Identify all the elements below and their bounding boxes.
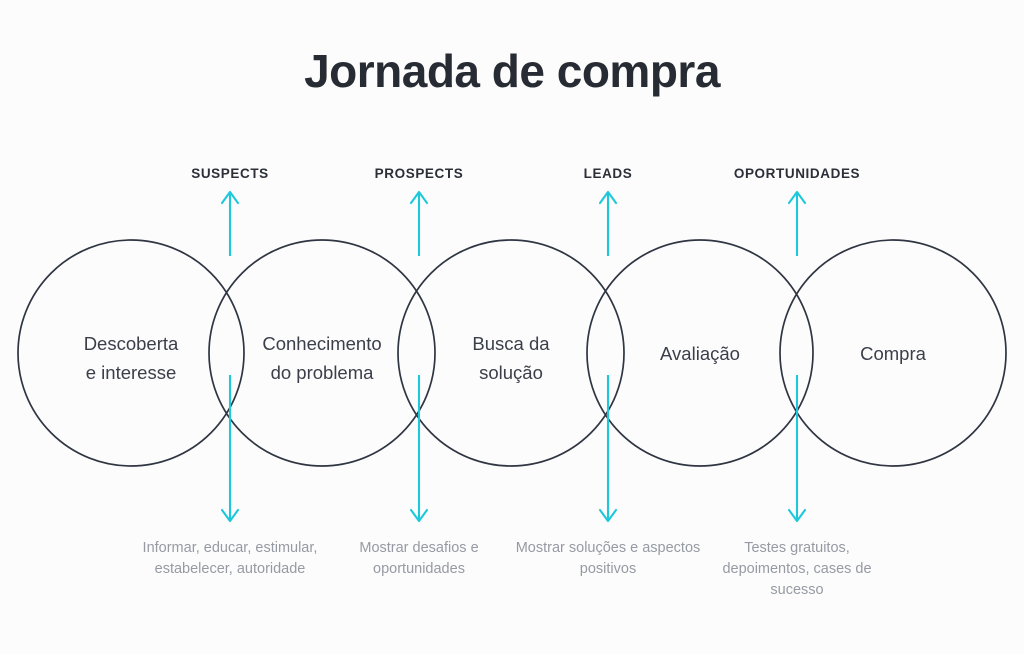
arrow-down-desafios-head	[409, 508, 429, 523]
caption-informar: Informar, educar, estimular, estabelecer…	[142, 540, 318, 577]
venn-circle-avaliacao	[586, 239, 814, 467]
stage-label-prospects: PROSPECTS	[374, 166, 464, 181]
arrow-down-testes-head	[787, 508, 807, 523]
arrow-down-solucoes-head	[598, 508, 618, 523]
circle-label-descoberta-line2: e interesse	[85, 362, 177, 383]
arrow-up-prospects-head	[409, 190, 429, 205]
arrow-up-oportunidades-head	[787, 190, 807, 205]
circle-label-busca: Busca da solução	[472, 329, 549, 387]
venn-circle-busca	[397, 239, 625, 467]
caption-desafios: Mostrar desafios e oportunidades	[359, 540, 479, 577]
caption-testes: Testes gratuitos, depoimentos, cases de …	[722, 540, 872, 598]
stage-label-leads: LEADS	[583, 166, 633, 181]
circle-label-conhecimento-line2: do problema	[270, 362, 374, 383]
circle-label-descoberta: Descoberta e interesse	[84, 329, 179, 387]
page-title: Jornada de compra	[304, 45, 720, 97]
venn-circle-conhecimento	[208, 239, 436, 467]
arrow-up-leads-head	[598, 190, 618, 205]
circle-label-conhecimento: Conhecimento do problema	[262, 329, 381, 387]
venn-circle-descoberta	[17, 239, 245, 467]
arrow-down-informar-head	[220, 508, 240, 523]
stage-label-oportunidades: OPORTUNIDADES	[733, 166, 861, 181]
caption-solucoes: Mostrar soluções e aspectos positivos	[515, 540, 701, 577]
arrows-group	[220, 190, 807, 523]
circle-label-compra: Compra	[860, 343, 926, 364]
venn-circle-compra	[779, 239, 1007, 467]
arrow-up-suspects-head	[220, 190, 240, 205]
circle-label-avaliacao: Avaliação	[660, 343, 740, 364]
stage-label-suspects: SUSPECTS	[191, 166, 269, 181]
circle-label-busca-line1: Busca da	[472, 333, 550, 354]
circle-label-conhecimento-line1: Conhecimento	[262, 333, 382, 354]
venn-circles-group	[17, 239, 1007, 467]
circle-label-descoberta-line1: Descoberta	[83, 333, 179, 354]
circle-label-busca-line2: solução	[479, 362, 543, 383]
